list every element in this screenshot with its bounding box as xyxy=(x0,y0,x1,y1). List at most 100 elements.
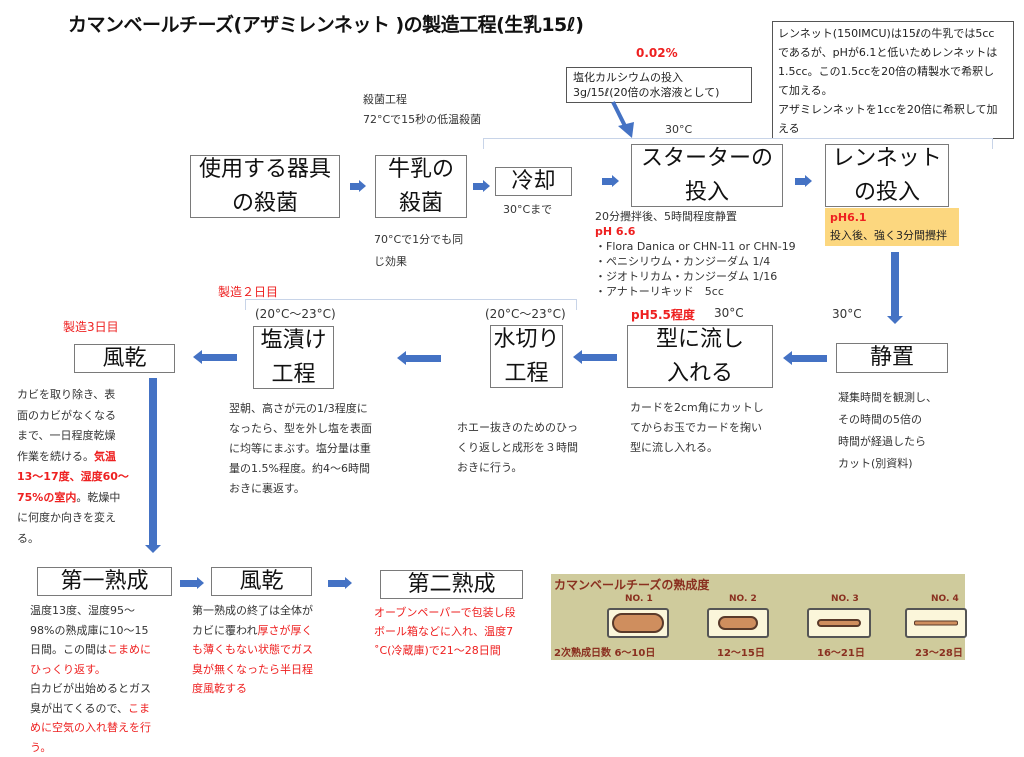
mold-temp: 30°C xyxy=(714,303,744,323)
step-sterilize-tools: 使用する器具 の殺菌 xyxy=(190,155,340,218)
step-sterilize-milk: 牛乳の 殺菌 xyxy=(375,155,467,218)
stage-3-card xyxy=(807,608,871,638)
note-line: に均等にまぶす。塩分量は重 xyxy=(229,439,372,459)
starter-item: ・Flora Danica or CHN-11 or CHN-19 xyxy=(595,239,796,254)
rennet-info-line: アザミレンネットを1ccを20倍に希釈して加 xyxy=(778,100,1008,119)
note-red: ひっくり返す。 xyxy=(30,660,151,680)
stage-1-card xyxy=(607,608,669,638)
note-red: ˚C(冷蔵庫)で21〜28日間 xyxy=(374,641,516,660)
step-label: 工程 xyxy=(271,358,315,392)
days-caption: 2次熟成日数 xyxy=(554,648,611,659)
note-red: めに空気の入れ替えを行 xyxy=(30,718,151,738)
day2-label: 製造２日目 xyxy=(218,283,278,300)
starter-item: ・ジオトリカム・カンジーダム 1/16 xyxy=(595,269,796,284)
step-label: スターターの xyxy=(641,142,773,176)
step-drain: 水切り 工程 xyxy=(490,325,563,388)
note-red: 度風乾する xyxy=(192,679,313,699)
rennet-highlight-note: pH6.1 投入後、強く3分間攪拌 xyxy=(825,208,959,246)
air-dry-2-note: 第一熟成の終了は全体が カビに覆われ厚さが厚く も薄くもない状態でガス 臭が無く… xyxy=(192,601,313,699)
step-label: 水切り xyxy=(493,323,559,357)
note-line: まで、一日程度乾燥 xyxy=(17,426,129,447)
arrow-right-icon xyxy=(328,580,352,587)
note-line: 70°Cで1分でも同 xyxy=(374,229,463,251)
rest-temp: 30°C xyxy=(832,304,862,324)
note-line: 温度13度、湿度95〜 xyxy=(30,601,151,621)
arrow-left-icon xyxy=(573,354,617,361)
rennet-info-line: であるが、pHが6.1と低いためレンネットは xyxy=(778,43,1008,62)
stage-label: NO. 3 xyxy=(831,594,859,604)
ripening-1-note: 温度13度、湿度95〜 98%の熟成庫に10〜15 日間。この間はこまめに ひっ… xyxy=(30,601,151,757)
note-line: 臭が出てくるので、 xyxy=(30,702,128,715)
step-ripening-2: 第二熟成 xyxy=(380,570,523,599)
note-line: カードを2cm角にカットし xyxy=(630,398,764,418)
rennet-info-line: て加える。 xyxy=(778,81,1008,100)
days-label: 2次熟成日数 6〜10日 xyxy=(554,644,655,659)
note-line: 白カビが出始めるとガス xyxy=(30,679,151,699)
note-red: 厚さが厚く xyxy=(257,624,312,637)
note-line: その時間の5倍の xyxy=(838,409,937,431)
note-red: 臭が無くなったら半日程 xyxy=(192,660,313,680)
note-red: 75%の室内 xyxy=(17,491,76,504)
stage-label: NO. 1 xyxy=(625,594,653,604)
note-line: なったら、型を外し塩を表面 xyxy=(229,419,372,439)
note-red: う。 xyxy=(30,738,151,757)
note-red: 13〜17度、湿度60〜 xyxy=(17,467,129,488)
mold-note: カードを2cm角にカットし てからお玉でカードを掬い 型に流し入れる。 xyxy=(630,398,764,458)
drain-note: ホエー抜きのためのひっ くり返しと成形を３時間 おきに行う。 xyxy=(457,418,578,478)
note-line: 98%の熟成庫に10〜15 xyxy=(30,621,151,641)
note-line: 日間。この間は xyxy=(30,643,107,656)
air-dry-1-note: カビを取り除き、表 面のカビがなくなる まで、一日程度乾燥 作業を続ける。気温 … xyxy=(17,385,129,549)
salting-temp: (20°C〜23°C) xyxy=(255,304,336,324)
rennet-ph: pH6.1 xyxy=(830,209,954,227)
step-air-dry-1: 風乾 xyxy=(74,344,175,373)
step-salting: 塩漬け 工程 xyxy=(253,326,334,389)
starter-ph: pH 6.6 xyxy=(595,224,796,239)
step-label: の投入 xyxy=(854,176,920,210)
step-label: 型に流し xyxy=(656,323,744,357)
note-line: ホエー抜きのためのひっ xyxy=(457,418,578,438)
rennet-info-line: 1.5cc。この1.5ccを20倍の精製水で希釈し xyxy=(778,62,1008,81)
rest-note: 凝集時間を観測し、 その時間の5倍の 時間が経過したら カット(別資料) xyxy=(838,387,937,475)
note-line: 凝集時間を観測し、 xyxy=(838,387,937,409)
ripeness-title: カマンベールチーズの熟成度 xyxy=(554,576,709,593)
day3-label: 製造3日目 xyxy=(63,318,119,335)
arrow-left-icon xyxy=(783,355,827,362)
note-line: 作業を続ける。 xyxy=(17,450,94,463)
arrow-right-icon xyxy=(795,178,812,185)
step-label: 使用する器具 xyxy=(199,153,331,187)
step-label: 投入 xyxy=(685,176,729,210)
page-title: カマンベールチーズ(アザミレンネット )の製造工程(生乳15ℓ) xyxy=(68,10,583,37)
arrow-down-icon xyxy=(891,252,899,324)
step-label: の殺菌 xyxy=(232,187,298,221)
step-label: レンネット xyxy=(832,142,942,176)
starter-item: ・アナトーリキッド 5cc xyxy=(595,284,796,299)
note-red: オーブンペーパーで包装し段 xyxy=(374,603,516,622)
arrow-right-icon xyxy=(602,178,619,185)
step-mold: 型に流し 入れる xyxy=(627,325,773,388)
step-label: 入れる xyxy=(667,357,733,391)
stage-days: 6〜10日 xyxy=(614,648,655,659)
note-red: 気温 xyxy=(94,450,116,463)
note-line: る。 xyxy=(17,529,129,550)
note-red: こまめに xyxy=(107,643,151,656)
starter-item: ・ペニシリウム・カンジーダム 1/4 xyxy=(595,254,796,269)
stage-days: 16〜21日 xyxy=(817,644,865,659)
step-label: 工程 xyxy=(504,357,548,391)
note-line: 量の1.5%程度。約4〜6時間 xyxy=(229,459,372,479)
calcium-line-2: 3g/15ℓ(20倍の水溶液として) xyxy=(573,85,745,100)
rennet-note: 投入後、強く3分間攪拌 xyxy=(830,227,954,245)
stage-label: NO. 2 xyxy=(729,594,757,604)
rennet-info-line: レンネット(150IMCU)は15ℓの牛乳では5cc xyxy=(778,24,1008,43)
cheese-stage-4-icon xyxy=(914,621,958,626)
stage-2-card xyxy=(707,608,769,638)
note-line: 。乾燥中 xyxy=(76,491,120,504)
cheese-stage-2-icon xyxy=(718,616,758,630)
calcium-box: 塩化カルシウムの投入 3g/15ℓ(20倍の水溶液として) xyxy=(566,67,752,103)
note-red: ボール箱などに入れ、温度7 xyxy=(374,622,516,641)
sterilization-detail: 72°Cで15秒の低温殺菌 xyxy=(363,110,481,130)
rennet-info-box: レンネット(150IMCU)は15ℓの牛乳では5cc であるが、pHが6.1と低… xyxy=(772,21,1014,139)
sterilization-process-label: 殺菌工程 xyxy=(363,90,407,110)
rennet-info-line: える xyxy=(778,119,1008,138)
step-ripening-1: 第一熟成 xyxy=(37,567,172,596)
note-line: くり返しと成形を３時間 xyxy=(457,438,578,458)
